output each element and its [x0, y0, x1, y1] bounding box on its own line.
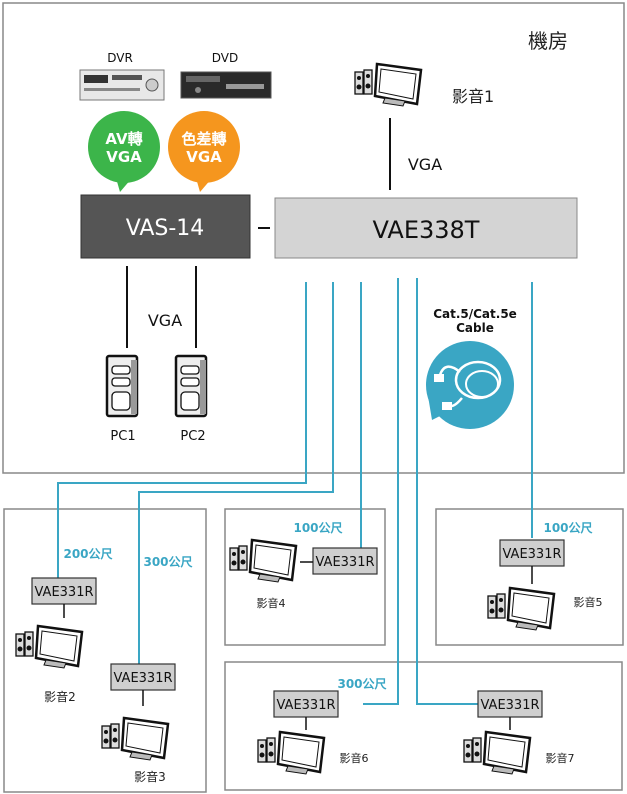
dvd-label: DVD: [212, 51, 238, 65]
receiver-2: VAE331R: [31, 577, 97, 605]
dvd-device: [180, 71, 272, 99]
receiver-5: VAE331R: [499, 539, 565, 567]
dvr-device: [79, 69, 165, 101]
svg-text:AV轉: AV轉: [105, 130, 142, 148]
zone-frame-5: [435, 508, 624, 646]
distance-6: 300公尺: [337, 677, 386, 691]
svg-text:VAE331R: VAE331R: [480, 698, 539, 713]
svg-text:VAE331R: VAE331R: [276, 698, 335, 713]
vga-pc-label: VGA: [148, 311, 182, 330]
distance-2: 200公尺: [63, 547, 112, 561]
display-2-label: 影音2: [44, 689, 76, 704]
svg-text:VAE331R: VAE331R: [113, 671, 172, 686]
distance-4: 100公尺: [293, 521, 342, 535]
vae338t-label: VAE338T: [373, 216, 480, 244]
svg-text:VAE331R: VAE331R: [315, 555, 374, 570]
display-6-icon: [256, 730, 326, 776]
zone-frame-4: [224, 508, 386, 646]
display-4-label: 影音4: [257, 596, 286, 610]
pc2-label: PC2: [180, 429, 205, 444]
svg-text:VGA: VGA: [186, 148, 222, 166]
cable-label-2: Cable: [456, 321, 494, 335]
display-2-icon: [14, 624, 84, 670]
zone-frame-2-3: [3, 508, 207, 793]
color-diff-to-vga-bubble: 色差轉 VGA: [168, 111, 240, 192]
svg-text:VGA: VGA: [106, 148, 142, 166]
pc1-icon: [105, 354, 139, 418]
display-5-icon: [486, 586, 556, 632]
receiver-3: VAE331R: [110, 663, 176, 691]
cable-lines: [57, 278, 533, 705]
pc2-icon: [174, 354, 208, 418]
distance-3: 300公尺: [143, 555, 192, 569]
display-7-label: 影音7: [546, 751, 575, 765]
display-5-label: 影音5: [574, 595, 603, 609]
svg-text:色差轉: 色差轉: [181, 130, 226, 148]
display-6-label: 影音6: [340, 751, 369, 765]
display-7-icon: [462, 730, 532, 776]
zone-frame-6-7: [224, 661, 623, 791]
display-3-icon: [100, 716, 170, 762]
display-1-icon: [353, 62, 423, 108]
vae338t-box: [274, 197, 578, 259]
cable-label-1: Cat.5/Cat.5e: [433, 307, 517, 321]
vas14-label: VAS-14: [126, 216, 205, 241]
display-1-label: 影音1: [452, 87, 494, 106]
pc1-label: PC1: [110, 429, 135, 444]
receiver-display-links: [63, 561, 533, 730]
distance-5: 100公尺: [543, 521, 592, 535]
dvr-label: DVR: [107, 51, 133, 65]
svg-text:VAE331R: VAE331R: [34, 585, 93, 600]
cable-icon: [426, 341, 514, 429]
room-label: 機房: [528, 29, 568, 53]
display-3-label: 影音3: [134, 769, 166, 784]
receiver-6: VAE331R: [273, 690, 339, 718]
vga-top-label: VGA: [408, 155, 442, 174]
receiver-7: VAE331R: [477, 690, 543, 718]
display-4-icon: [228, 538, 298, 584]
vas14-box: [80, 194, 251, 259]
av-to-vga-bubble: AV轉 VGA: [88, 111, 160, 192]
receiver-4: VAE331R: [312, 547, 378, 575]
server-room-frame: [2, 2, 625, 474]
svg-text:VAE331R: VAE331R: [502, 547, 561, 562]
